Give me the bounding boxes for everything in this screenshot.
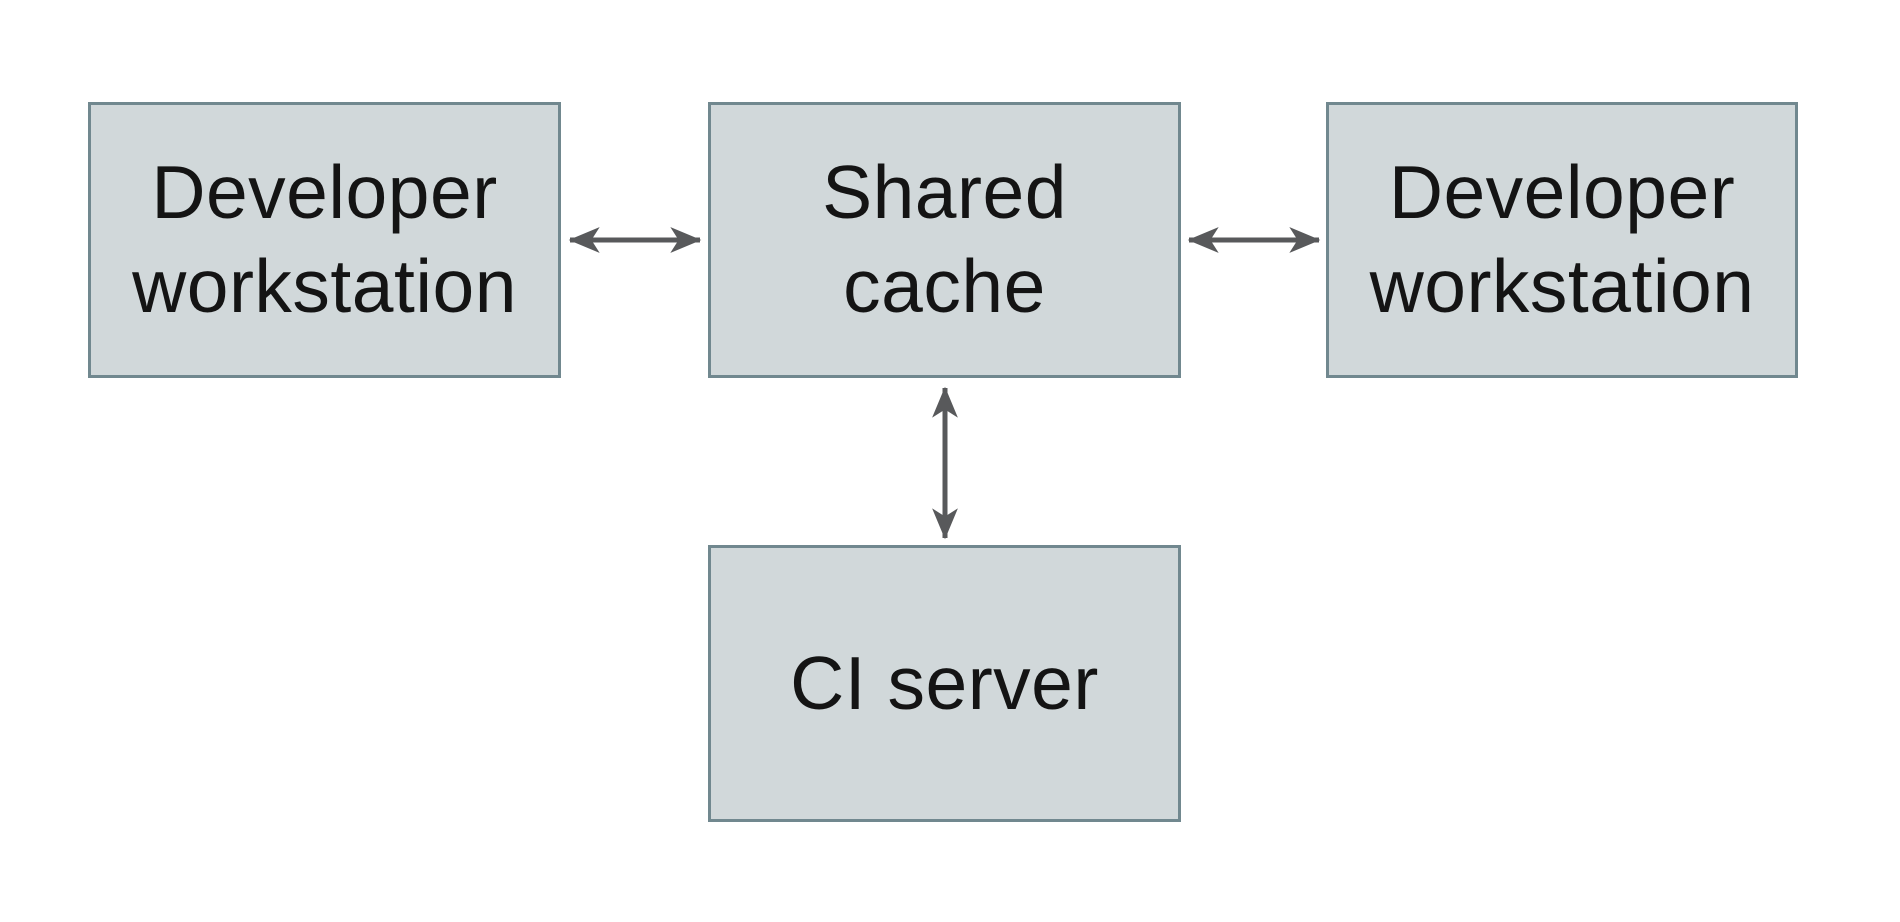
node-shared-cache: Shared cache (708, 102, 1181, 378)
node-label-ci-server: CI server (790, 640, 1099, 725)
node-label-shared-cache: Shared cache (822, 150, 1067, 328)
node-label-developer-workstation-left: Developer workstation (132, 150, 517, 328)
node-ci-server: CI server (708, 545, 1181, 822)
node-label-developer-workstation-right: Developer workstation (1369, 150, 1755, 328)
node-developer-workstation-right: Developer workstation (1326, 102, 1798, 378)
node-developer-workstation-left: Developer workstation (88, 102, 561, 378)
